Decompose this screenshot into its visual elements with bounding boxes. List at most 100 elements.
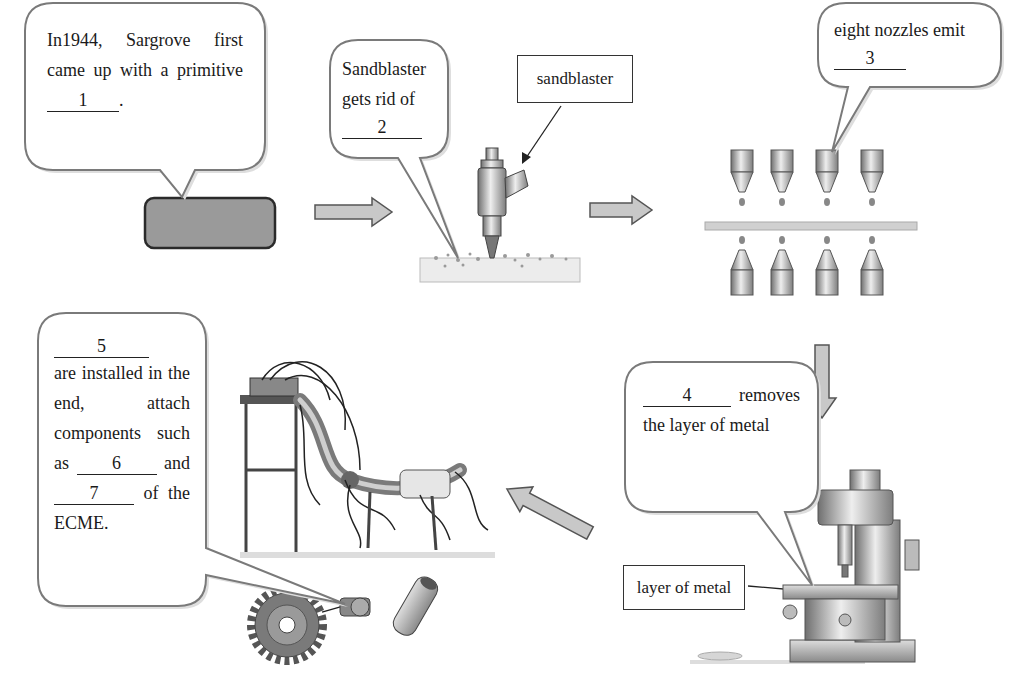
ecme-machine: [246, 404, 296, 552]
ecme-machine: [348, 485, 361, 548]
ecme-machine: [455, 472, 488, 530]
nozzles: [731, 150, 753, 172]
bubble-outline: [625, 362, 818, 512]
nozzles: [816, 270, 838, 295]
nozzles: [771, 250, 793, 270]
nozzles: [705, 150, 917, 295]
nozzles: [771, 270, 793, 295]
bubble-outline: [818, 3, 1001, 87]
flow-arrow: [500, 477, 596, 546]
blank-number: 1: [47, 89, 119, 112]
milling-machine: [818, 490, 893, 525]
leader-line: [322, 106, 795, 612]
nozzles: [869, 198, 875, 206]
callout-text: eight nozzles emit: [834, 20, 965, 40]
nozzles: [771, 150, 793, 172]
gear-and-parts: [351, 598, 369, 616]
blank-number: 4: [643, 384, 731, 407]
label-box: layer of metal: [623, 565, 745, 610]
milling-machine: [838, 525, 852, 565]
nozzles: [824, 198, 830, 206]
speech-bubble: Sandblaster gets rid of 2: [330, 40, 448, 158]
nozzles: [861, 150, 883, 172]
label-text: sandblaster: [537, 68, 613, 90]
nozzles: [816, 250, 838, 270]
milling-machine: [839, 614, 851, 626]
nozzles: [816, 150, 838, 295]
ecme-machine: [300, 405, 320, 505]
milling-machine: [805, 599, 885, 640]
ecme-machine: [285, 376, 360, 470]
ecme-machine: [245, 404, 248, 552]
primitive-device: [145, 198, 275, 248]
nozzles: [739, 236, 745, 244]
ecme-machine: [250, 378, 298, 396]
ecme-machine: [246, 469, 296, 472]
blank-number: 7: [54, 482, 134, 505]
sandblaster-figure: [550, 254, 554, 258]
sandblaster-figure: [485, 236, 499, 258]
leader-line: [522, 152, 531, 164]
ecme-machine: [368, 492, 370, 548]
milling-machine: [842, 565, 848, 577]
sandblaster-figure: [526, 253, 530, 257]
nozzles: [779, 236, 785, 244]
nozzles: [816, 150, 838, 172]
callout-text: .: [119, 90, 124, 110]
flow-arrow: [500, 477, 596, 546]
nozzles: [731, 270, 753, 295]
nozzles: [861, 250, 883, 270]
sandblaster-figure: [434, 256, 438, 260]
ecme-machine: [432, 496, 436, 550]
label-text: layer of metal: [637, 577, 731, 599]
gear-and-parts: [255, 593, 319, 657]
bubble-border: [625, 362, 818, 585]
blank-number: 6: [77, 452, 157, 475]
nozzles: [861, 150, 883, 295]
ecme-machine: [262, 362, 488, 548]
milling-machine: [905, 540, 919, 570]
milling-machine: [850, 470, 880, 492]
sandblaster-figure: [514, 259, 517, 262]
milling-machine: [698, 652, 742, 660]
nozzles: [771, 150, 793, 295]
bubble-outline: [25, 3, 265, 170]
sandblaster-figure: [476, 257, 480, 261]
bubble-border: [25, 3, 265, 197]
speech-bubble: 5 are installed in the end, attach compo…: [38, 313, 206, 606]
flow-arrow: [590, 196, 652, 224]
ecme-machine: [240, 552, 495, 558]
sandblaster-figure: [521, 265, 524, 268]
nozzles: [779, 198, 785, 206]
label-box: sandblaster: [517, 55, 633, 103]
sandblaster-figure: [469, 253, 472, 256]
milling-machine: [790, 640, 915, 662]
bubble-border: [818, 3, 1001, 152]
ecme-machine: [400, 470, 450, 498]
gear-and-parts: [390, 573, 442, 639]
leader-line: [526, 106, 561, 158]
gear-and-parts: [390, 573, 442, 639]
sandblaster-figure: [444, 265, 447, 268]
sandblaster-figure: [420, 258, 580, 282]
sandblaster-figure: [462, 264, 465, 267]
gear-and-parts: [251, 589, 323, 661]
nozzles: [816, 172, 838, 192]
speech-bubble: eight nozzles emit 3: [818, 3, 1001, 87]
nozzles: [771, 172, 793, 192]
nozzles: [824, 236, 830, 244]
sandblaster-figure: [420, 148, 580, 282]
primitive-device: [145, 198, 275, 248]
sandblaster-figure: [447, 254, 450, 257]
sandblaster-figure: [483, 216, 501, 236]
milling-machine: [783, 585, 898, 599]
nozzles: [869, 236, 875, 244]
blank-number: 2: [342, 116, 422, 139]
ecme-machine: [240, 362, 495, 558]
callout-text: and: [164, 453, 190, 473]
nozzles: [731, 250, 753, 270]
nozzles: [861, 270, 883, 295]
gear-and-parts: [267, 605, 307, 645]
speech-bubble: In1944, Sargrove first came up with a pr…: [25, 3, 265, 170]
gear-and-parts: [418, 575, 439, 593]
